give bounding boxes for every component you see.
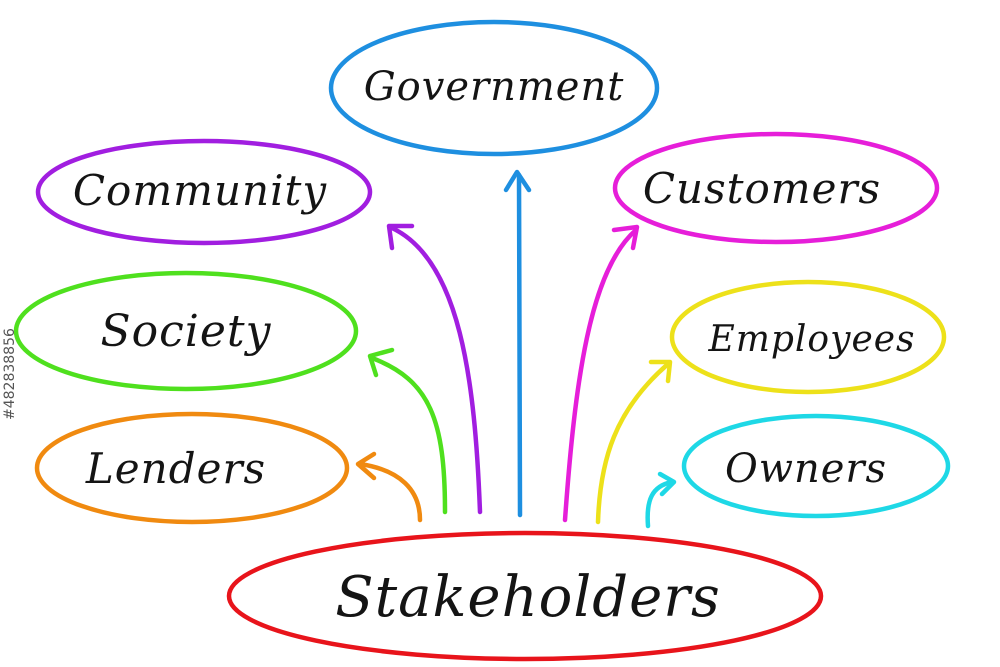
arrow-to-community: [386, 223, 483, 515]
arrow-to-customers: [562, 224, 640, 523]
arrowhead-lenders: [355, 451, 377, 481]
stakeholders-ellipse: [226, 530, 824, 662]
arrow-to-lenders: [355, 451, 423, 523]
arrow-line-government: [516, 172, 523, 518]
society-ellipse: [13, 270, 359, 392]
owners-ellipse: [681, 413, 951, 519]
arrowhead-government: [503, 169, 532, 193]
arrow-to-employees: [595, 359, 673, 525]
node-government: Government: [328, 19, 660, 157]
node-customers: Customers: [612, 131, 940, 245]
arrow-line-employees: [595, 361, 671, 525]
watermark-id: #482838856: [2, 328, 18, 420]
arrowhead-customers: [611, 224, 640, 251]
employees-ellipse: [669, 279, 947, 395]
owners-label: Owners: [725, 446, 887, 492]
arrowhead-owners: [657, 471, 677, 497]
node-society: Society: [13, 270, 359, 392]
arrow-line-society: [369, 355, 448, 515]
arrow-line-lenders: [357, 461, 423, 523]
node-owners: Owners: [681, 413, 951, 519]
government-label: Government: [364, 64, 625, 110]
arrowhead-employees: [648, 359, 673, 384]
lenders-ellipse: [34, 411, 350, 525]
customers-label: Customers: [643, 164, 881, 213]
arrow-line-owners: [645, 479, 675, 529]
arrow-to-society: [367, 347, 448, 515]
government-ellipse: [328, 19, 660, 157]
lenders-label: Lenders: [85, 444, 266, 493]
arrow-to-government: [503, 169, 532, 518]
arrow-line-customers: [562, 227, 639, 523]
customers-ellipse: [612, 131, 940, 245]
stakeholders-label: Stakeholders: [335, 565, 721, 630]
arrow-to-owners: [645, 471, 677, 529]
society-label: Society: [101, 306, 272, 357]
node-employees: Employees: [669, 279, 947, 395]
arrowhead-society: [367, 347, 395, 378]
node-stakeholders: Stakeholders: [226, 530, 824, 662]
arrow-line-community: [389, 225, 483, 515]
node-community: Community: [35, 138, 373, 246]
employees-label: Employees: [707, 319, 915, 360]
node-lenders: Lenders: [34, 411, 350, 525]
community-ellipse: [35, 138, 373, 246]
arrowhead-community: [386, 223, 415, 251]
community-label: Community: [73, 166, 327, 215]
